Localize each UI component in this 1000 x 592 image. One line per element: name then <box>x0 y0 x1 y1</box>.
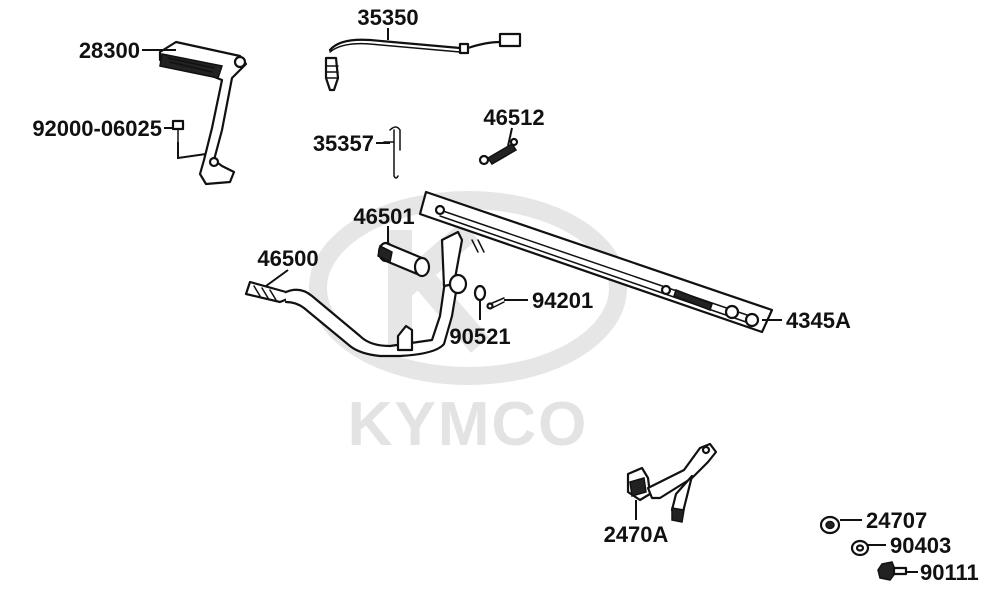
washer-90403[interactable] <box>850 539 870 557</box>
watermark-brand-text: KYMCO <box>348 390 589 459</box>
leader-92000-06025-bracket <box>177 142 207 160</box>
washer-24707[interactable] <box>819 515 841 535</box>
sensor-cable-35350[interactable] <box>324 32 522 92</box>
part-label-35350: 35350 <box>357 5 418 30</box>
part-label-28300: 28300 <box>79 38 140 63</box>
cotter-pin-94201[interactable] <box>486 297 505 310</box>
part-label-24707: 24707 <box>866 508 927 533</box>
leader-lines <box>142 28 918 573</box>
part-label-94201: 94201 <box>532 288 593 313</box>
brake-pedal-46500[interactable] <box>244 230 468 358</box>
return-spring-46512[interactable] <box>478 137 519 166</box>
kick-starter-arm-28300[interactable] <box>158 40 248 186</box>
part-label-46500: 46500 <box>257 246 318 271</box>
part-label-90403: 90403 <box>890 533 951 558</box>
part-label-2470A: 2470A <box>604 522 669 547</box>
linkage-rod-4345A[interactable] <box>418 190 774 334</box>
leader-46500 <box>265 269 289 287</box>
o-ring-90521[interactable] <box>473 284 487 302</box>
part-label-92000-06025: 92000-06025 <box>32 116 162 141</box>
part-label-35357: 35357 <box>313 131 374 156</box>
part-label-46512: 46512 <box>483 105 544 130</box>
part-label-90111: 90111 <box>920 560 979 585</box>
kymco-watermark: KYMCO <box>309 191 627 459</box>
pivot-shaft-46501[interactable] <box>377 241 431 278</box>
watermark-oval <box>309 191 627 385</box>
part-number-labels: 28300 92000-06025 35350 35357 46512 4650… <box>32 5 978 585</box>
bolt-92000-06025[interactable] <box>171 119 185 143</box>
part-label-90521: 90521 <box>449 324 510 349</box>
gear-shift-pedal-2470A[interactable] <box>626 442 718 523</box>
spring-clip-35357[interactable] <box>383 126 401 179</box>
part-label-46501: 46501 <box>353 204 414 229</box>
leader-46512 <box>507 127 513 147</box>
part-label-4345A: 4345A <box>786 308 851 333</box>
bolt-90111[interactable] <box>877 561 908 581</box>
